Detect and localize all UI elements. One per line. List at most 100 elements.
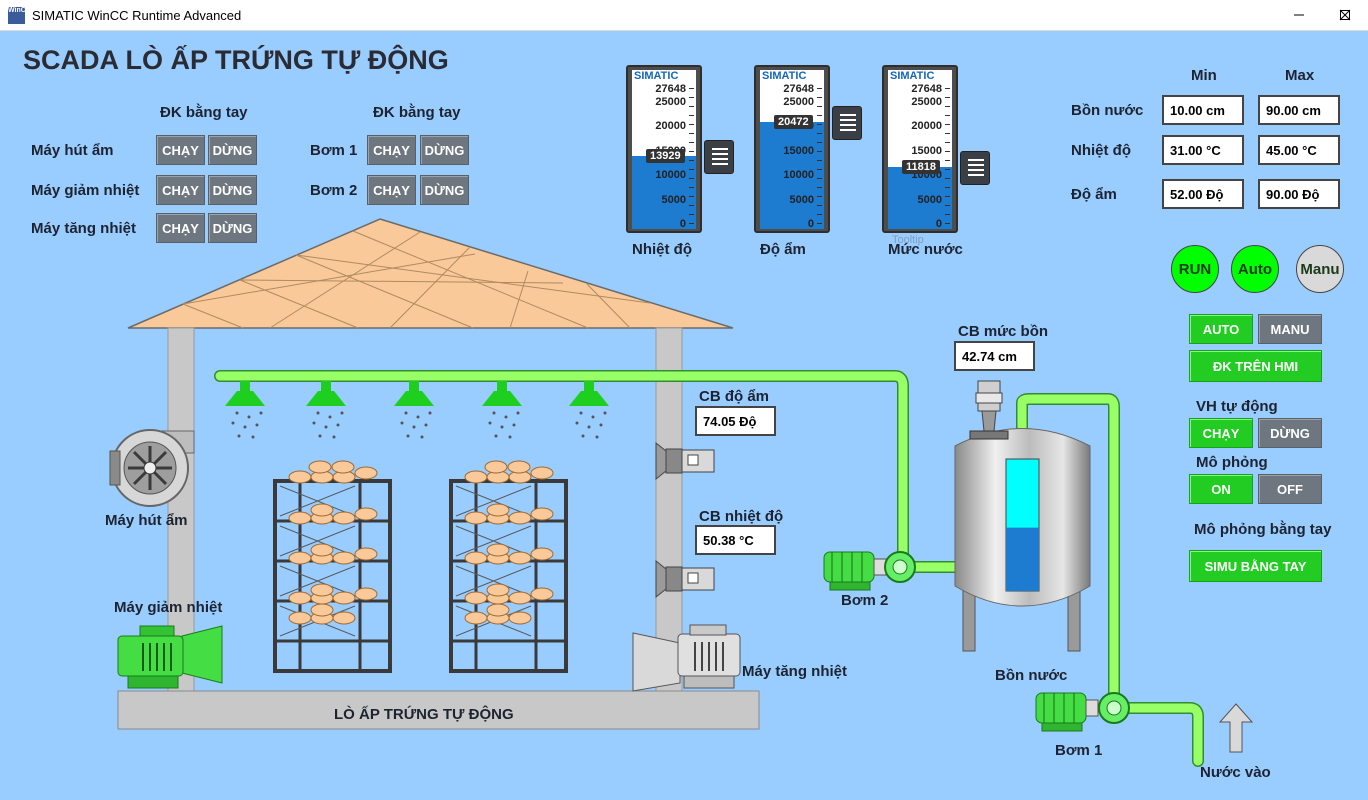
bar-tick-label: 20000: [911, 120, 942, 133]
bar-minor-tick: [817, 88, 822, 89]
egg-rack-left: [273, 460, 392, 673]
humidity-max-field[interactable]: 90.00 Độ: [1258, 179, 1340, 209]
bar-minor-tick: [689, 106, 694, 107]
cooler-caption: Máy giảm nhiệt: [114, 599, 223, 616]
bar-spin-handle[interactable]: [960, 151, 990, 186]
pump1-run-button[interactable]: CHẠY: [367, 135, 416, 165]
bar-caption: Mức nước: [888, 241, 963, 258]
bar-minor-tick: [817, 187, 822, 188]
bar-minor-tick: [945, 160, 950, 161]
manu-mode-button[interactable]: MANU: [1258, 314, 1322, 344]
bar-minor-tick: [689, 223, 694, 224]
bar-minor-tick: [945, 178, 950, 179]
dehumidifier-run-button[interactable]: CHẠY: [156, 135, 205, 165]
pump1-manual-label: Bơm 1: [310, 142, 358, 159]
water-inlet-arrow-icon: [1218, 703, 1254, 753]
bar-minor-tick: [817, 133, 822, 134]
pump2-manual-label: Bơm 2: [310, 182, 358, 199]
heater-stop-button[interactable]: DỪNG: [208, 213, 257, 243]
tank-water-fill: [1006, 527, 1039, 591]
bar-minor-tick: [817, 223, 822, 224]
temperature-sensor-value: 50.38 °C: [695, 525, 776, 555]
close-button[interactable]: [1322, 0, 1368, 30]
hmi-control-button[interactable]: ĐK TRÊN HMI: [1189, 350, 1322, 382]
bar-brand: SIMATIC: [760, 70, 824, 84]
maximize-button[interactable]: [1322, 0, 1368, 30]
dehumidifier-fan-icon: [109, 429, 195, 507]
incubator-base: [117, 690, 760, 730]
bar-minor-tick: [689, 178, 694, 179]
bar-minor-tick: [817, 214, 822, 215]
run-indicator: RUN: [1171, 245, 1219, 293]
bar-minor-tick: [817, 142, 822, 143]
bar-tick-label: 15000: [783, 144, 814, 157]
pump2-run-button[interactable]: CHẠY: [367, 175, 416, 205]
dehumidifier-label: Máy hút ẩm: [31, 142, 114, 159]
manual-right-heading: ĐK bằng tay: [373, 104, 461, 121]
bar-minor-tick: [689, 88, 694, 89]
bar-tick-label: 0: [679, 218, 686, 230]
bar-minor-tick: [945, 196, 950, 197]
bar-minor-tick: [945, 214, 950, 215]
bar-tick-label: 27648: [655, 83, 686, 95]
right-column: [655, 327, 683, 699]
minimize-button[interactable]: [1276, 0, 1322, 30]
tank-limit-label: Bồn nước: [1071, 102, 1144, 119]
pump2-stop-button[interactable]: DỪNG: [420, 175, 469, 205]
manual-sim-label: Mô phỏng bằng tay: [1194, 521, 1332, 538]
cooler-run-button[interactable]: CHẠY: [156, 175, 205, 205]
bar-minor-tick: [945, 169, 950, 170]
bar-minor-tick: [817, 151, 822, 152]
simulation-off-button[interactable]: OFF: [1258, 474, 1322, 504]
temp-min-field[interactable]: 31.00 °C: [1162, 135, 1244, 165]
bar-caption: Độ ẩm: [760, 241, 806, 258]
manual-left-heading: ĐK bằng tay: [160, 104, 248, 121]
level-sensor-value: 42.74 cm: [954, 341, 1035, 371]
auto-indicator: Auto: [1231, 245, 1279, 293]
bar-minor-tick: [945, 124, 950, 125]
bar-tick-label: 25000: [783, 95, 814, 108]
window-title: SIMATIC WinCC Runtime Advanced: [32, 8, 242, 23]
bar-tick-label: 10000: [911, 169, 942, 182]
humidity-min-field[interactable]: 52.00 Độ: [1162, 179, 1244, 209]
humidity-limit-label: Độ ẩm: [1071, 186, 1117, 203]
bar-caption: Nhiệt độ: [632, 241, 692, 258]
pump1-stop-button[interactable]: DỪNG: [420, 135, 469, 165]
auto-stop-button[interactable]: DỪNG: [1258, 418, 1322, 448]
bar-tick-label: 27648: [911, 83, 942, 95]
egg-rack-right: [449, 460, 568, 673]
tank-min-field[interactable]: 10.00 cm: [1162, 95, 1244, 125]
bar-minor-tick: [817, 178, 822, 179]
auto-run-button[interactable]: CHẠY: [1189, 418, 1253, 448]
heater-caption: Máy tăng nhiệt: [742, 663, 848, 680]
bar-spin-handle[interactable]: [832, 105, 862, 140]
bar-minor-tick: [945, 133, 950, 134]
dehumidifier-stop-button[interactable]: DỪNG: [208, 135, 257, 165]
incubator-roof: [127, 218, 734, 329]
maximize-icon: [1340, 10, 1350, 20]
heater-run-button[interactable]: CHẠY: [156, 213, 205, 243]
bar-minor-tick: [689, 169, 694, 170]
bar-minor-tick: [945, 205, 950, 206]
simulation-label: Mô phỏng: [1196, 454, 1268, 471]
bar-fill: [888, 167, 952, 229]
bar-minor-tick: [689, 205, 694, 206]
temp-max-field[interactable]: 45.00 °C: [1258, 135, 1340, 165]
humidity-sensor-icon: [655, 441, 715, 481]
auto-mode-button[interactable]: AUTO: [1189, 314, 1253, 344]
bar-spin-handle[interactable]: [704, 139, 734, 174]
bar-minor-tick: [817, 160, 822, 161]
tank-max-field[interactable]: 90.00 cm: [1258, 95, 1340, 125]
bar-minor-tick: [817, 169, 822, 170]
simulation-on-button[interactable]: ON: [1189, 474, 1253, 504]
bar-minor-tick: [945, 88, 950, 89]
manual-sim-button[interactable]: SIMU BẰNG TAY: [1189, 550, 1322, 582]
bar-tick-label: 10000: [783, 169, 814, 182]
bar-minor-tick: [817, 196, 822, 197]
cooler-stop-button[interactable]: DỪNG: [208, 175, 257, 205]
bar-minor-tick: [689, 124, 694, 125]
bar-tick-label: 10000: [655, 169, 686, 182]
bar-minor-tick: [689, 151, 694, 152]
